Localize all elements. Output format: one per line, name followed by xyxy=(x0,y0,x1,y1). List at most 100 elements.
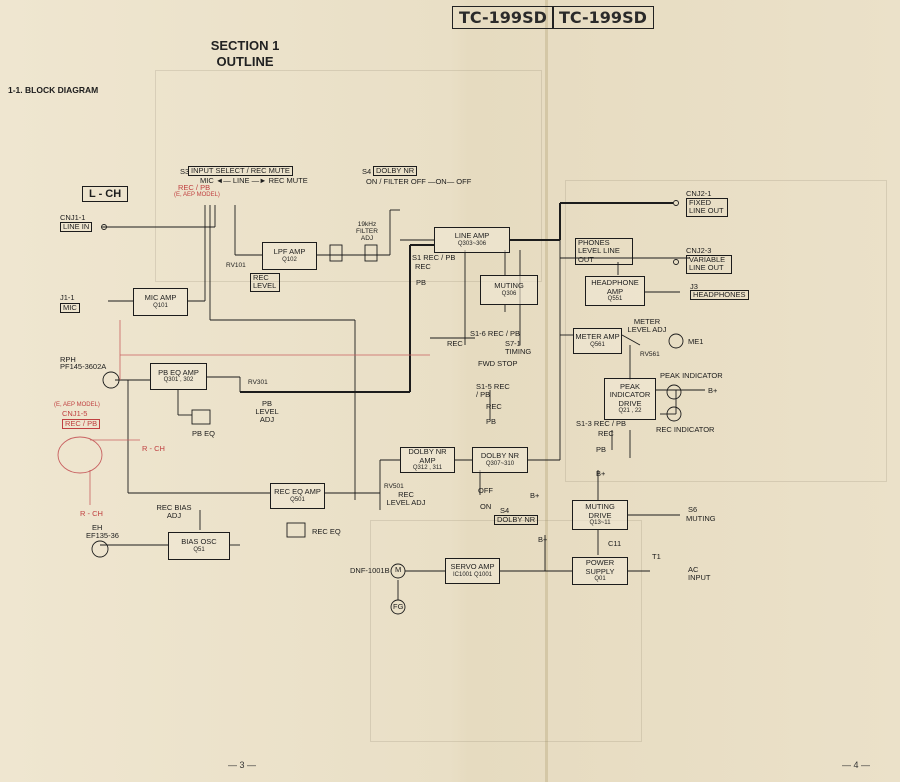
j1-1-label: J1-1 xyxy=(60,293,75,302)
motor-label: M xyxy=(395,565,402,574)
figure-title: 1-1. BLOCK DIAGRAM xyxy=(8,85,99,95)
fixed-line-out-jack: FIXED LINE OUT xyxy=(686,198,728,217)
rec-indicator-label: REC INDICATOR xyxy=(656,425,715,434)
off-label: OFF xyxy=(478,486,493,495)
eh-part-label: EF135-36 xyxy=(86,531,119,540)
aep-model-label-2: (E, AEP MODEL) xyxy=(54,402,100,408)
phones-level-label: PHONES LEVEL LINE OUT xyxy=(575,238,633,265)
cnj2-3-label: CNJ2-3 xyxy=(686,246,712,255)
j3-label: J3 xyxy=(690,282,698,291)
rec-level-adj-label: REC LEVEL ADJ xyxy=(386,490,426,507)
rec-eq-label: REC EQ xyxy=(312,527,341,536)
rv101-label: RV101 xyxy=(226,262,246,269)
filter-adj-label: 19kHz FILTER ADJ xyxy=(356,221,378,242)
on-filter-off-label: ON / FILTER OFF —ON— OFF xyxy=(366,177,472,186)
channel-label: L - CH xyxy=(82,186,129,203)
bplus-label-2: B+ xyxy=(530,491,540,500)
dolby-nr-switch-label: DOLBY NR xyxy=(373,166,418,177)
pb-label-3: PB xyxy=(596,445,607,454)
mic-jack: MIC xyxy=(60,303,80,314)
rph-label: RPH xyxy=(60,355,76,364)
cnj2-1-label: CNJ2-1 xyxy=(686,189,712,198)
pb-label-2: PB xyxy=(486,417,497,426)
s6-label: S6 xyxy=(688,505,698,514)
r-ch-label-1: R - CH xyxy=(142,444,165,453)
meter-level-adj-label: METER LEVEL ADJ xyxy=(627,317,667,334)
t1-label: T1 xyxy=(652,552,661,561)
s1-3-label: S1-3 REC / PB xyxy=(576,419,627,428)
headphones-jack: HEADPHONES xyxy=(690,290,749,301)
r-ch-label-2: R - CH xyxy=(80,509,103,518)
rec-level-label: REC LEVEL xyxy=(250,273,280,292)
bplus-label-1: B+ xyxy=(708,386,718,395)
bleed-through-panel xyxy=(155,70,542,282)
rec-pb-red-label: REC / PB xyxy=(178,183,211,192)
input-select-positions: MIC ◄— LINE —► REC MUTE xyxy=(200,176,308,185)
rv561-label: RV561 xyxy=(640,351,660,358)
section-subtitle: OUTLINE xyxy=(216,54,274,69)
page-fold xyxy=(545,0,548,782)
pb-label-1: PB xyxy=(416,278,427,287)
model-header-right: TC-199SD xyxy=(552,6,654,29)
muting-switch-label: MUTING xyxy=(686,514,716,523)
s4-dolby-label: S4 xyxy=(500,506,510,515)
on-label: ON xyxy=(480,502,492,511)
pb-level-adj-label: PB LEVEL ADJ xyxy=(255,399,279,424)
eh-label: EH xyxy=(92,523,103,532)
section-title: SECTION 1 xyxy=(210,38,280,53)
rec-label-4: REC xyxy=(598,429,614,438)
input-select-switch-label: INPUT SELECT / REC MUTE xyxy=(188,166,293,177)
variable-line-out-jack: VARIABLE LINE OUT xyxy=(686,255,732,274)
rec-label-2: REC xyxy=(447,339,463,348)
dolby-nr-switch-box: DOLBY NR xyxy=(494,515,539,526)
fg-label: FG xyxy=(393,602,404,611)
rec-label-3: REC xyxy=(486,402,502,411)
me1-label: ME1 xyxy=(688,337,704,346)
aep-model-label: (E, AEP MODEL) xyxy=(174,192,220,198)
dnf-label: DNF-1001B xyxy=(350,566,390,575)
rv301-label: RV301 xyxy=(248,379,268,386)
ac-input-label: AC INPUT xyxy=(688,565,711,582)
page-number-right: — 4 — xyxy=(842,760,871,770)
rec-bias-adj-label: REC BIAS ADJ xyxy=(156,503,192,520)
cnj1-5-label: CNJ1-5 xyxy=(62,409,88,418)
line-in-jack: LINE IN xyxy=(60,222,93,233)
fwd-stop-label: FWD STOP xyxy=(478,359,518,368)
rph-part-label: PF145-3602A xyxy=(60,362,107,371)
s3-label: S3 xyxy=(180,167,190,176)
model-header-left: TC-199SD xyxy=(452,6,554,29)
s4-label: S4 xyxy=(362,167,372,176)
page-number-left: — 3 — xyxy=(228,760,257,770)
cnj1-1-label: CNJ1-1 xyxy=(60,213,86,222)
bplus-label-3: B+ xyxy=(538,535,548,544)
c11-label: C11 xyxy=(608,539,622,548)
s1-rec-pb-label: S1 REC / PB xyxy=(412,253,456,262)
s1-5-label: S1-5 REC / PB xyxy=(476,382,510,399)
bplus-label-4: B+ xyxy=(596,469,606,478)
rv501-label: RV501 xyxy=(384,483,404,490)
pb-eq-label: PB EQ xyxy=(192,429,215,438)
bleed-through-panel xyxy=(565,180,887,482)
rec-label-1: REC xyxy=(415,262,431,271)
peak-indicator-label: PEAK INDICATOR xyxy=(660,371,723,380)
s1-6-label: S1-6 REC / PB xyxy=(470,329,521,338)
bleed-through-panel xyxy=(370,520,642,742)
rec-pb-red-switch: REC / PB xyxy=(62,419,101,430)
